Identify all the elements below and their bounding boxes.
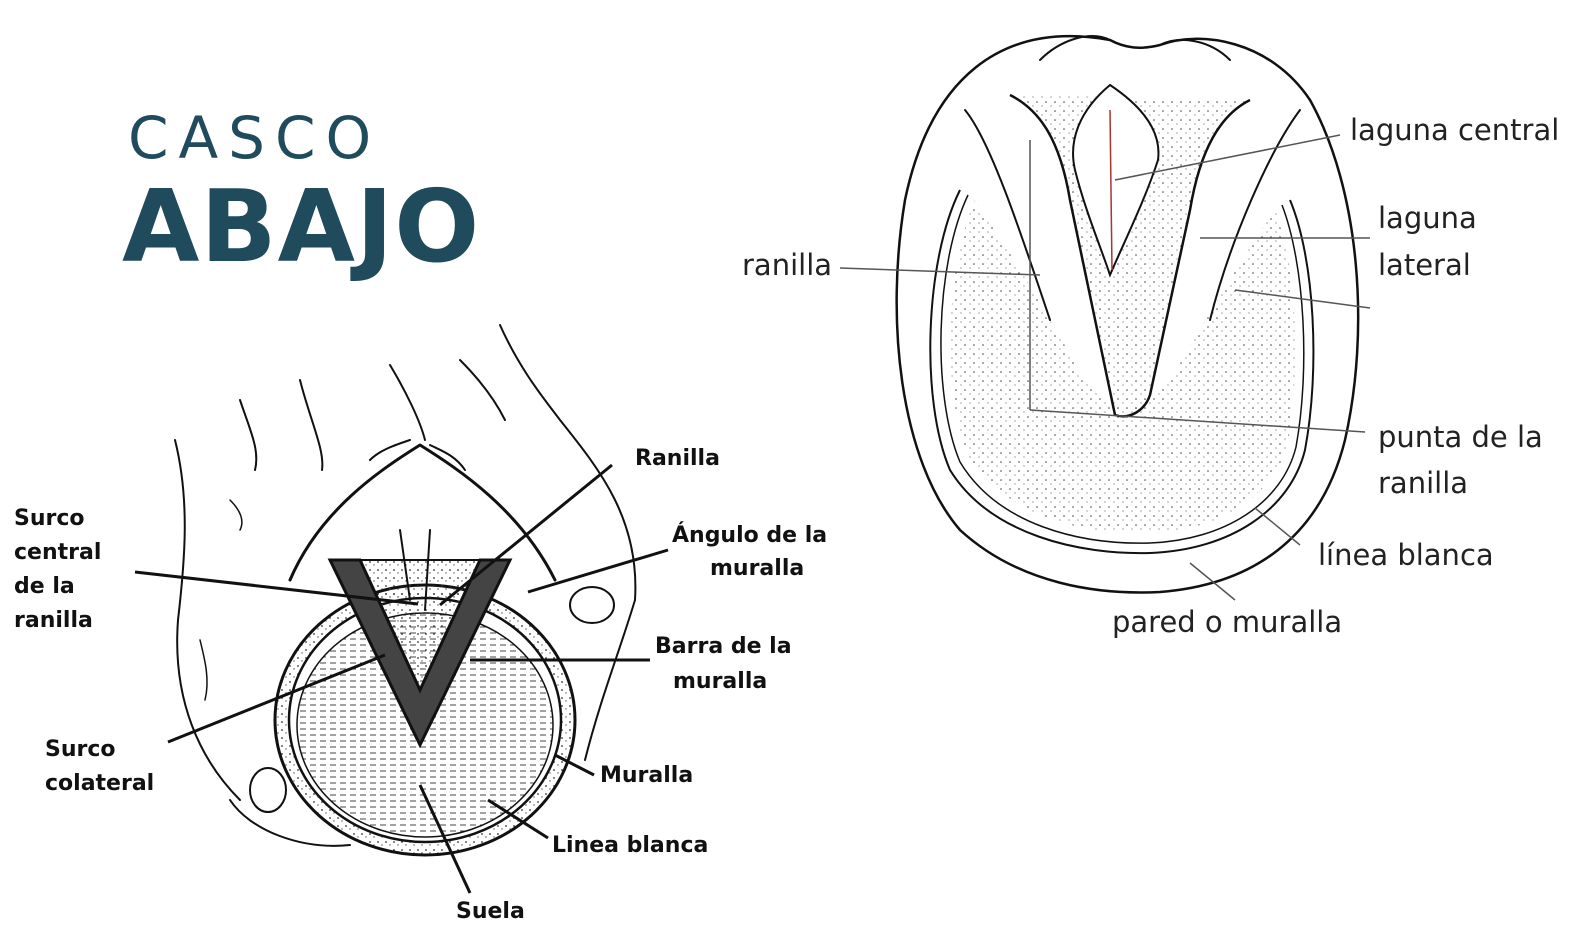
right-hoof	[897, 36, 1359, 592]
label-ranilla-right: ranilla	[742, 248, 832, 282]
label-laguna-central: laguna central	[1350, 113, 1559, 147]
title-casco: CASCO	[128, 104, 381, 172]
label-surco-colateral-2: colateral	[45, 771, 154, 796]
label-punta-1: punta de la	[1378, 420, 1543, 454]
label-linea-blanca-right: línea blanca	[1318, 538, 1494, 572]
label-laguna-lateral-1: laguna	[1378, 201, 1477, 235]
label-muralla: Muralla	[600, 763, 693, 788]
label-surco-central-4: ranilla	[14, 608, 93, 633]
label-ranilla: Ranilla	[635, 446, 720, 471]
label-laguna-lateral-2: lateral	[1378, 248, 1471, 282]
label-surco-central-1: Surco	[14, 506, 85, 531]
label-punta-2: ranilla	[1378, 466, 1468, 500]
right-hoof-diagram: laguna central laguna lateral ranilla pu…	[720, 0, 1587, 660]
label-barra-2: muralla	[673, 669, 767, 694]
left-hoof-diagram: Ranilla Surco central de la ranilla Ángu…	[0, 300, 820, 933]
label-surco-central-3: de la	[14, 574, 75, 599]
label-linea-blanca: Linea blanca	[552, 833, 708, 858]
label-suela: Suela	[456, 899, 525, 924]
label-surco-colateral-1: Surco	[45, 737, 116, 762]
label-pared-muralla: pared o muralla	[1112, 605, 1342, 639]
label-surco-central-2: central	[14, 540, 101, 565]
title-abajo: ABAJO	[122, 168, 480, 285]
